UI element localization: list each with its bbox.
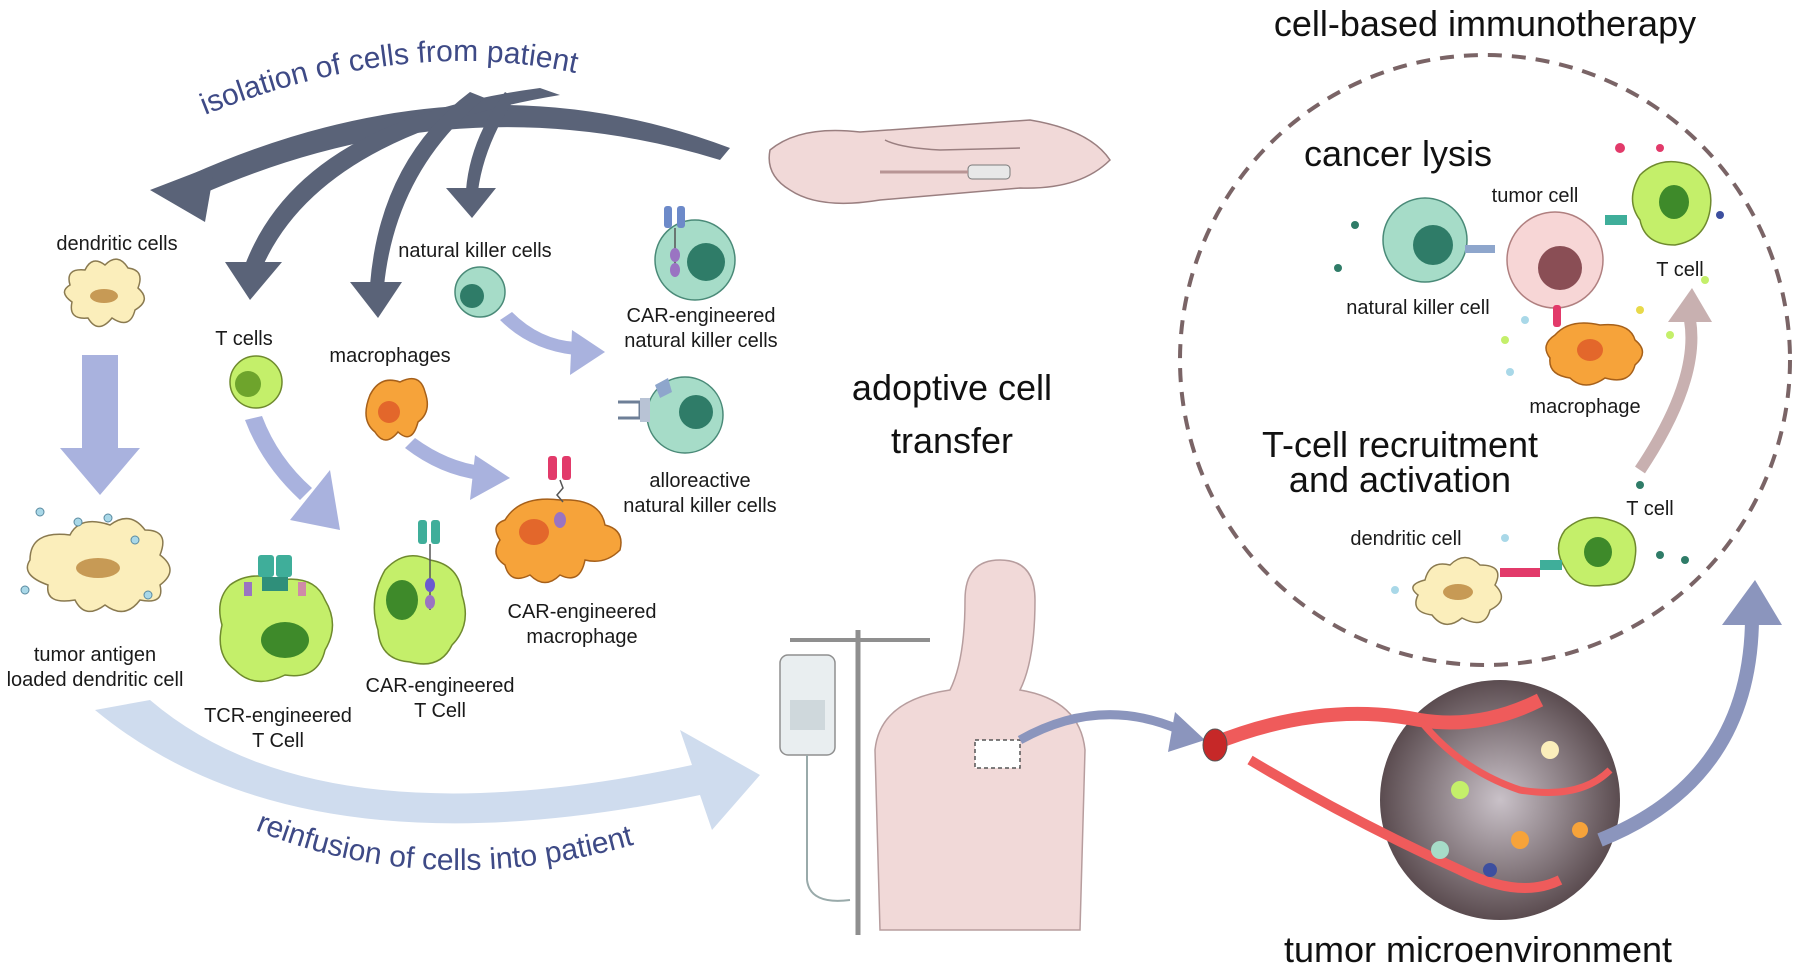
car-nk-cell-icon [654, 206, 736, 301]
label-car-mac-line2: macrophage [526, 626, 637, 648]
label-car-t-line2: T Cell [414, 700, 466, 722]
nk-cell-label: natural killer cell [1346, 297, 1489, 319]
label-tcr-line2: T Cell [252, 730, 304, 752]
label-natural-killer-cells: natural killer cells [398, 240, 551, 262]
tumor-microenvironment-icon [1202, 680, 1620, 920]
arrowhead-car-nk-icon [570, 330, 605, 375]
recruit-label-line1: T-cell recruitment [1262, 424, 1538, 465]
tumor-antigen-dendritic-cell-icon [20, 507, 171, 613]
arrow-shaft-dendritic [82, 355, 118, 450]
tcr-t-cell-icon [219, 555, 334, 683]
circle-nk-cell-icon [1382, 197, 1495, 283]
arrowhead-recruitment-icon [1668, 288, 1712, 322]
cytokine-dots [1334, 143, 1724, 594]
arrowhead-macrophages-icon [350, 282, 402, 318]
circle-macrophage-icon [1545, 305, 1644, 386]
arrowhead-tcr-icon [290, 470, 340, 530]
car-t-cell-icon [373, 520, 467, 665]
isolation-arrows [150, 88, 730, 318]
circle-dendritic-cell-icon [1412, 556, 1540, 625]
recruit-label-line2: and activation [1289, 459, 1511, 500]
arrowhead-car-mac-icon [470, 455, 510, 500]
arrowhead-down-dendritic-icon [60, 448, 140, 495]
label-car-mac-line1: CAR-engineered [508, 601, 657, 623]
label-t-cells: T cells [215, 328, 272, 350]
dendritic-cell-icon [63, 258, 145, 328]
recruitment-arrow [1635, 319, 1698, 474]
arrowhead-circle-icon [1722, 580, 1782, 625]
label-car-nk-line2: natural killer cells [624, 330, 777, 352]
diagram-title: cell-based immunotherapy [1274, 3, 1696, 44]
tumor-microenvironment-label: tumor microenvironment [1284, 929, 1672, 970]
iv-stand [779, 630, 930, 935]
reinfusion-arrow [95, 700, 760, 830]
adoptive-title-line1: adoptive cell [852, 367, 1052, 408]
patient-to-tumor-arrow [1017, 710, 1182, 744]
transform-arrows [60, 312, 605, 530]
circle-t-cell-top-icon [1605, 160, 1712, 246]
isolation-arrow-tcells [245, 88, 560, 268]
car-macrophage-icon [495, 456, 622, 584]
patient-silhouette-icon [874, 559, 1086, 931]
label-macrophages: macrophages [329, 345, 450, 367]
label-allo-nk-line2: natural killer cells [623, 495, 776, 517]
arrowhead-tumor-icon [1168, 712, 1205, 752]
alloreactive-nk-cell-icon [618, 376, 724, 454]
tumor-cell-label: tumor cell [1492, 185, 1579, 207]
label-dendritic-cells: dendritic cells [56, 233, 177, 255]
label-car-nk-line1: CAR-engineered [627, 305, 776, 327]
circle-t-cell-bottom-icon [1540, 516, 1637, 587]
arrowhead-dendritic-icon [150, 165, 215, 222]
label-car-t-line1: CAR-engineered [366, 675, 515, 697]
t-cell-bottom-label: T cell [1626, 498, 1673, 520]
arrowhead-tcells-icon [225, 262, 282, 300]
dashed-circle [1178, 53, 1792, 667]
arrowhead-nk-icon [446, 188, 496, 218]
label-tumor-dc-line1: tumor antigen [34, 644, 156, 666]
t-cell-top-label: T cell [1656, 259, 1703, 281]
isolation-arrow-nk [466, 92, 515, 191]
patient-arm [768, 119, 1111, 205]
cancer-lysis-label: cancer lysis [1304, 133, 1492, 174]
macrophage-icon [365, 377, 429, 441]
nk-cell-icon [454, 266, 506, 318]
tumor-to-circle-arrow [1597, 619, 1759, 847]
adoptive-title-line2: transfer [891, 420, 1013, 461]
circle-tumor-cell-icon [1506, 211, 1604, 309]
label-allo-nk-line1: alloreactive [649, 470, 750, 492]
label-tcr-line1: TCR-engineered [204, 705, 352, 727]
dendritic-cell-label: dendritic cell [1350, 528, 1461, 550]
isolation-arrow-dendritic [190, 104, 730, 195]
t-cell-icon [229, 355, 283, 409]
isolation-arrow-macrophages [370, 92, 485, 286]
macrophage-label: macrophage [1529, 396, 1640, 418]
label-tumor-dc-line2: loaded dendritic cell [7, 669, 184, 691]
